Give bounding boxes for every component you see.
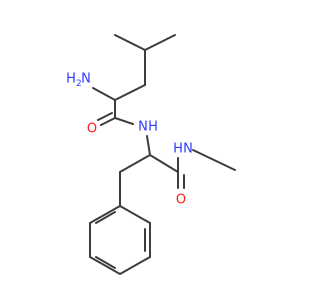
bond-nh-calpha2 — [146, 135, 151, 156]
bond-c5-nh — [114, 117, 134, 125]
amine-h-label: H — [66, 72, 76, 87]
bond-c5-o1-a — [100, 117, 116, 126]
bond-calpha2-ch2 — [119, 154, 151, 173]
structure-canvas: H 2 N O N H H N O — [66, 34, 236, 275]
atom-carbonyl-o2: O — [176, 193, 186, 208]
ring-double-2 — [95, 256, 116, 269]
bond-c4-calpha — [114, 84, 146, 101]
bond-c2-c3 — [144, 34, 176, 51]
amide-n2-h-label: H — [173, 142, 183, 157]
ring-bond-1 — [119, 205, 151, 224]
bond-calpha2-c6 — [149, 154, 179, 173]
amine-n-label: N — [81, 72, 91, 87]
bond-nh2-methyl — [192, 149, 236, 171]
amine-h-subscript: 2 — [76, 79, 82, 89]
carbonyl-o1-label: O — [87, 122, 97, 137]
amide-n2-label: N — [183, 142, 193, 157]
bond-c1-c2 — [114, 34, 146, 51]
bond-c5-o1-b — [97, 112, 113, 121]
ring-bond-6 — [89, 205, 121, 224]
atom-amide-n1: N H — [138, 120, 158, 135]
atom-carbonyl-o1: O — [87, 122, 97, 137]
atom-amide-n2: H N — [173, 142, 193, 157]
amide-n1-h-label: H — [148, 120, 158, 135]
atom-amine-n: H 2 N — [66, 72, 91, 90]
ring-double-3 — [95, 211, 116, 224]
carbonyl-o2-label: O — [176, 193, 186, 208]
ring-bond-3 — [119, 256, 151, 275]
bond-calpha-nh2 — [92, 87, 116, 101]
ring-bond-4 — [89, 256, 121, 275]
molecule-drawing: H 2 N O N H H N O — [66, 34, 236, 275]
amide-n1-label: N — [138, 120, 148, 135]
